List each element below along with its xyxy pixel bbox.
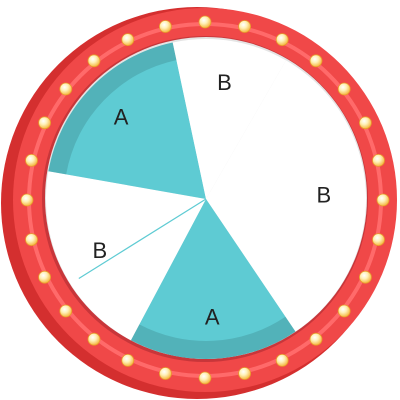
rim-bulb xyxy=(358,116,372,130)
rim-bulb xyxy=(25,233,38,247)
rim-bulb xyxy=(59,82,73,96)
wheel-segment-label: A xyxy=(114,105,129,130)
rim-bulb xyxy=(198,371,212,385)
rim-bulb xyxy=(238,20,252,33)
rim-bulb xyxy=(372,233,385,247)
rim-bulb xyxy=(337,82,351,96)
rim-bulb xyxy=(121,353,135,367)
rim-bulb xyxy=(87,332,101,346)
wheel-segment-a[interactable] xyxy=(48,42,207,200)
rim-bulb xyxy=(372,153,385,167)
rim-bulb xyxy=(59,304,73,318)
rim-bulb xyxy=(309,54,323,68)
wheel-segment-label: B xyxy=(217,70,232,95)
rim-bulb xyxy=(25,153,38,167)
wheel-segment-b[interactable] xyxy=(172,38,286,199)
wheel-segment-label: A xyxy=(205,304,220,329)
rim-bulb xyxy=(87,54,101,68)
rim-bulb xyxy=(158,367,172,380)
segment-outer-shade xyxy=(130,316,296,359)
rim-bulb xyxy=(275,33,289,46)
rim-bulbs xyxy=(20,15,390,385)
wheel-segment-label: B xyxy=(317,182,332,207)
rim-bulb xyxy=(158,20,172,33)
wheel-segment-b[interactable] xyxy=(206,60,367,332)
wheel-segment-a[interactable] xyxy=(130,199,296,359)
rim-bulb xyxy=(275,353,289,367)
segment-outer-shade xyxy=(48,42,177,175)
rim-bulb xyxy=(38,116,51,130)
rim-bulb xyxy=(20,193,34,207)
wheel-segments[interactable]: B A B A B xyxy=(45,38,367,359)
rim-bulb xyxy=(358,270,372,284)
wheel-segment-b[interactable] xyxy=(45,171,206,341)
rim-bulb xyxy=(337,304,351,318)
wheel-pointer-needle xyxy=(78,198,207,280)
rim-bulb xyxy=(238,367,252,380)
rim-bulb xyxy=(38,270,51,284)
rim-bulb xyxy=(198,15,212,29)
wheel-segment-label: B xyxy=(93,238,108,263)
rim-bulb xyxy=(309,332,323,346)
rim-bulb xyxy=(376,193,390,207)
rim-bulb xyxy=(121,33,135,46)
